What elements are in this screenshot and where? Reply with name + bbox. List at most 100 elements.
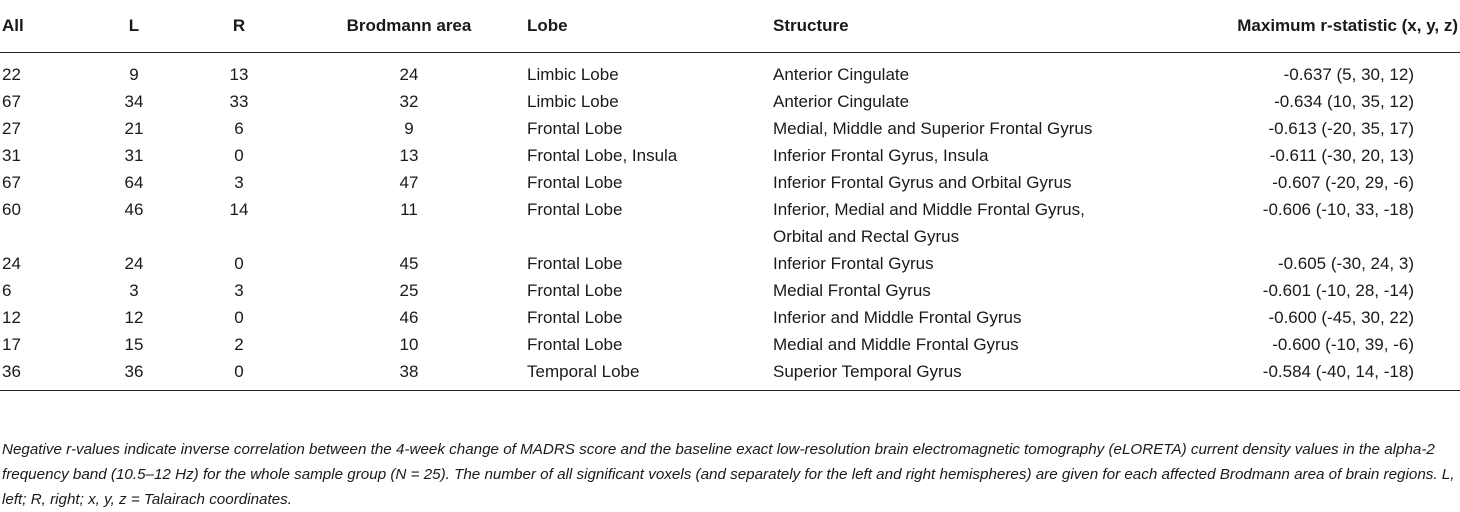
cell-max-r-statistic: -0.637 (5, 30, 12) (1283, 65, 1414, 84)
cell-max-r-statistic: -0.607 (-20, 29, -6) (1272, 173, 1414, 192)
cell-structure: Inferior Frontal Gyrus and Orbital Gyrus (770, 169, 1140, 196)
cell-structure-text: Medial Frontal Gyrus (773, 281, 931, 300)
table-row: 22 9 13 24 Limbic Lobe Anterior Cingulate -0.6… (0, 53, 1460, 89)
cell-structure-text: Inferior Frontal Gyrus and Orbital Gyrus (773, 173, 1072, 192)
cell-structure: Inferior Frontal Gyrus (770, 250, 1140, 277)
cell-lobe: Frontal Lobe, Insula (527, 146, 678, 165)
header-left: L (84, 0, 184, 53)
cell-lobe: Limbic Lobe (527, 92, 619, 111)
header-max-r-statistic: Maximum r-statistic (x, y, z) (1140, 0, 1460, 53)
cell-structure: Inferior, Medial and Middle Frontal Gyru… (770, 196, 1140, 250)
cell-structure-text: Superior Temporal Gyrus (773, 362, 962, 381)
cell-max-r-statistic: -0.634 (10, 35, 12) (1274, 92, 1414, 111)
cell-right: 6 (234, 119, 244, 138)
cell-lobe: Frontal Lobe (527, 281, 623, 300)
cell-brodmann-area: 38 (294, 358, 524, 391)
cell-left: 3 (129, 281, 139, 300)
cell-right: 3 (234, 281, 244, 300)
cell-structure-text: Anterior Cingulate (773, 92, 910, 111)
cell-left: 46 (124, 200, 144, 219)
cell-brodmann-area: 9 (404, 119, 414, 138)
cell-max-r-statistic: -0.611 (-30, 20, 13) (1269, 146, 1414, 165)
cell-structure: Medial Frontal Gyrus (770, 277, 1140, 304)
header-all: All (0, 0, 84, 53)
cell-brodmann-area: 13 (399, 146, 419, 165)
cell-all: 31 (2, 146, 21, 165)
cell-brodmann-area: 32 (399, 92, 419, 111)
cell-brodmann-area: 25 (399, 281, 419, 300)
cell-all: 22 (2, 65, 21, 84)
cell-all: 24 (2, 254, 21, 273)
header-lobe: Lobe (524, 0, 770, 53)
cell-right: 0 (234, 146, 244, 165)
cell-lobe: Temporal Lobe (524, 358, 770, 391)
cell-right: 0 (234, 308, 244, 327)
table-footnote: Negative r-values indicate inverse corre… (2, 441, 1455, 508)
cell-right: 0 (234, 254, 244, 273)
table-row: 31 31 0 13 Frontal Lobe, Insula Inferior Fron… (0, 142, 1460, 169)
cell-brodmann-area: 45 (399, 254, 419, 273)
cell-structure: Anterior Cingulate (770, 53, 1140, 89)
cell-max-r-statistic: -0.600 (-10, 39, -6) (1272, 335, 1414, 354)
cell-max-r-statistic: -0.600 (-45, 30, 22) (1268, 308, 1414, 327)
cell-left: 31 (124, 146, 144, 165)
cell-left: 24 (124, 254, 144, 273)
cell-structure: Inferior Frontal Gyrus, Insula (770, 142, 1140, 169)
cell-max-r-statistic: -0.584 (-40, 14, -18) (1140, 358, 1460, 391)
cell-right: 14 (229, 200, 249, 219)
cell-structure-text: Inferior Frontal Gyrus, Insula (773, 146, 989, 165)
cell-lobe: Limbic Lobe (527, 65, 619, 84)
header-structure: Structure (770, 0, 1140, 53)
cell-brodmann-area: 24 (399, 65, 419, 84)
cell-lobe: Frontal Lobe (527, 254, 623, 273)
cell-left: 21 (124, 119, 144, 138)
cell-structure-text: Inferior, Medial and Middle Frontal Gyru… (773, 200, 1085, 246)
cell-structure-text: Medial, Middle and Superior Frontal Gyru… (773, 119, 1093, 138)
table-row: 67 34 33 32 Limbic Lobe Anterior Cingulate -0.… (0, 88, 1460, 115)
header-row: All L R Brodmann area Lobe Structure Max… (0, 0, 1460, 53)
cell-left: 15 (124, 335, 144, 354)
cell-lobe: Frontal Lobe (527, 335, 623, 354)
cell-brodmann-area: 47 (399, 173, 419, 192)
cell-all: 36 (0, 358, 84, 391)
cell-structure: Superior Temporal Gyrus (770, 358, 1140, 391)
cell-left: 12 (124, 308, 144, 327)
cell-structure: Inferior and Middle Frontal Gyrus (770, 304, 1140, 331)
cell-all: 67 (2, 92, 21, 111)
cell-left: 64 (124, 173, 144, 192)
cell-all: 27 (2, 119, 21, 138)
cell-left: 34 (124, 92, 144, 111)
results-table: All L R Brodmann area Lobe Structure Max… (0, 0, 1460, 391)
cell-structure: Medial and Middle Frontal Gyrus (770, 331, 1140, 358)
cell-brodmann-area: 10 (399, 335, 419, 354)
cell-right: 13 (229, 65, 249, 84)
table-header: All L R Brodmann area Lobe Structure Max… (0, 0, 1460, 53)
cell-lobe: Frontal Lobe (527, 119, 623, 138)
cell-all: 67 (2, 173, 21, 192)
cell-structure: Medial, Middle and Superior Frontal Gyru… (770, 115, 1140, 142)
cell-structure-text: Inferior and Middle Frontal Gyrus (773, 308, 1022, 327)
header-right: R (184, 0, 294, 53)
cell-right: 33 (229, 92, 249, 111)
cell-structure-text: Anterior Cingulate (773, 65, 910, 84)
cell-left: 9 (129, 65, 139, 84)
cell-structure-text: Inferior Frontal Gyrus (773, 254, 934, 273)
table-row: 6 3 3 25 Frontal Lobe Medial Frontal Gyrus -0.… (0, 277, 1460, 304)
cell-all: 60 (2, 200, 21, 219)
cell-lobe: Frontal Lobe (527, 173, 623, 192)
cell-brodmann-area: 11 (400, 200, 418, 219)
cell-brodmann-area: 46 (399, 308, 419, 327)
cell-max-r-statistic: -0.601 (-10, 28, -14) (1262, 281, 1414, 300)
cell-all: 6 (2, 281, 12, 300)
cell-structure: Anterior Cingulate (770, 88, 1140, 115)
cell-max-r-statistic: -0.613 (-20, 35, 17) (1268, 119, 1414, 138)
cell-right: 2 (234, 335, 244, 354)
header-brodmann-area: Brodmann area (294, 0, 524, 53)
